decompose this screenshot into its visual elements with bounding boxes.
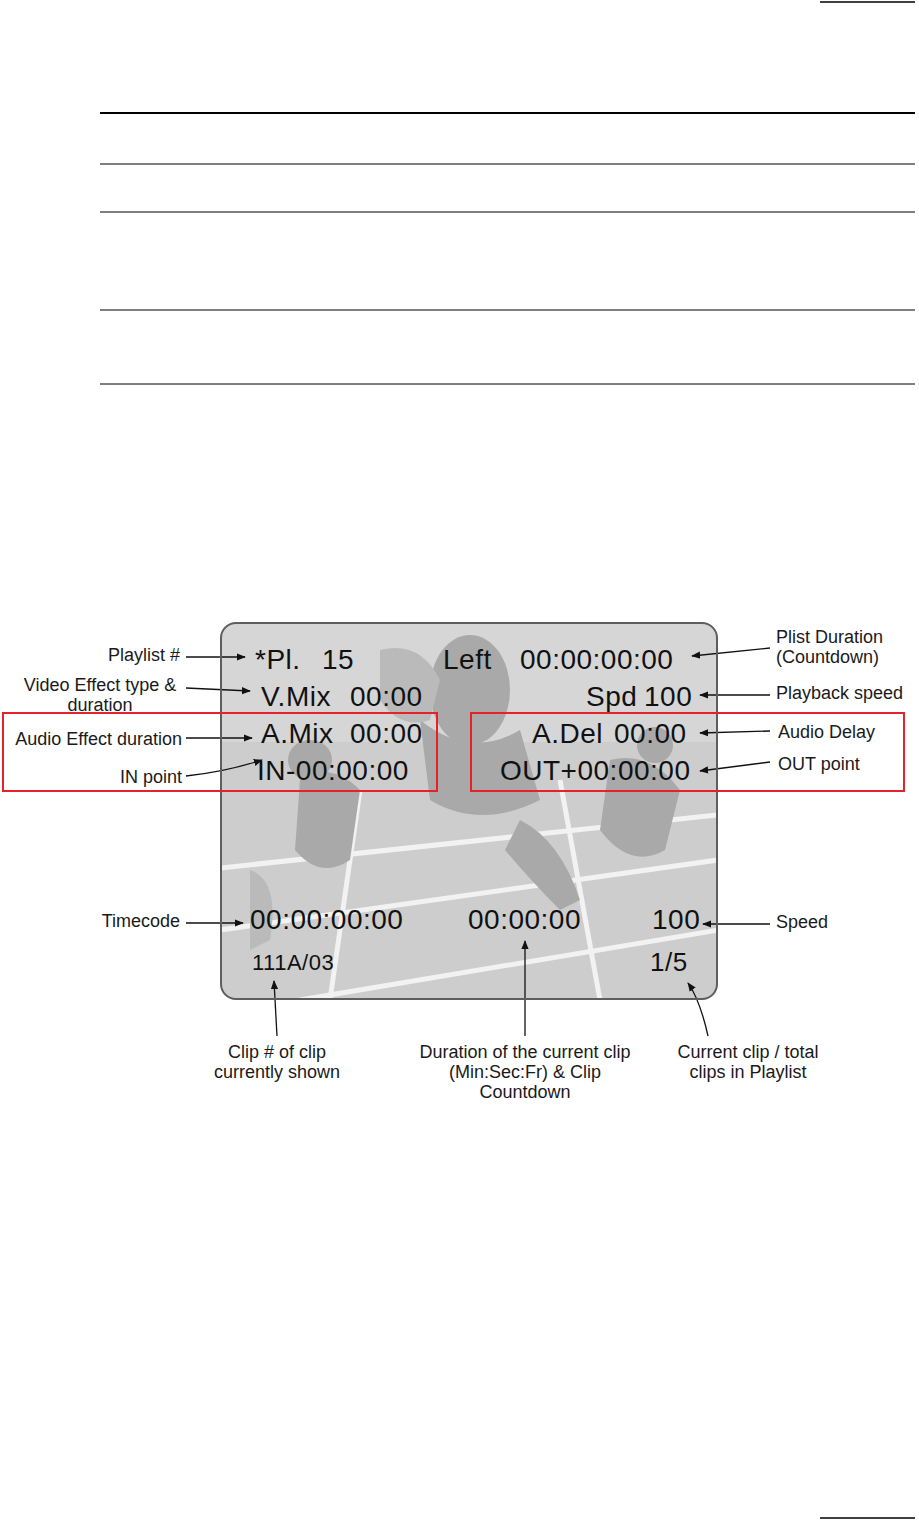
callout-label: Timecode	[102, 912, 180, 932]
sports-photo	[221, 623, 717, 999]
overlay-readout: 100	[644, 681, 692, 713]
overlay-readout: V.Mix	[261, 681, 331, 713]
highlight-box: A.Del 00:00 Audio DelayOUT+00:00:00 OUT poi…	[470, 712, 905, 792]
page-rules	[100, 2, 915, 1518]
overlay-readout: 00:00	[350, 718, 423, 750]
callout-label: Current clip / total clips in Playlist	[663, 1043, 834, 1083]
callout-label: Audio Delay	[778, 722, 875, 743]
overlay-readout: 00:00	[614, 718, 687, 750]
overlay-readout: 111A/03	[252, 950, 334, 975]
monitor-screen: *Pl.15Left00:00:00:00V.Mix00:00Spd10000:…	[220, 622, 718, 1000]
overlay-readout: 00:00:00:00	[520, 644, 673, 676]
overlay-readout: Spd	[586, 681, 637, 713]
callout-label: Clip # of clip currently shown	[202, 1043, 352, 1083]
overlay-readout: IN-00:00:00	[257, 755, 409, 787]
callout-label: Audio Effect duration	[15, 729, 182, 750]
overlay-readout: 15	[322, 644, 354, 676]
highlight-box: Audio Effect duration A.Mix 00:00 IN point I…	[2, 712, 438, 792]
callout-label: Video Effect type & duration	[20, 676, 180, 716]
overlay-readout: 00:00:00:00	[250, 904, 403, 936]
callout-label: IN point	[120, 767, 182, 788]
overlay-readout: A.Mix	[261, 718, 334, 750]
overlay-readout: *Pl.	[255, 644, 301, 676]
overlay-readout: 00:00:00	[468, 904, 581, 936]
overlay-readout: 00:00	[350, 681, 423, 713]
callout-label: Duration of the current clip (Min:Sec:Fr…	[405, 1043, 645, 1102]
callout-label: Playback speed	[776, 684, 903, 704]
callout-label: OUT point	[778, 754, 860, 775]
overlay-readout: Left	[443, 644, 492, 676]
overlay-readout: A.Del	[532, 718, 603, 750]
callout-label: Plist Duration (Countdown)	[776, 628, 906, 668]
callout-label: Playlist #	[108, 646, 180, 666]
overlay-readout: 100	[652, 904, 700, 936]
callout-label: Speed	[776, 913, 828, 933]
overlay-readout: OUT+00:00:00	[500, 755, 690, 787]
overlay-readout: 1/5	[650, 948, 688, 978]
leader-arrows	[186, 648, 770, 1036]
